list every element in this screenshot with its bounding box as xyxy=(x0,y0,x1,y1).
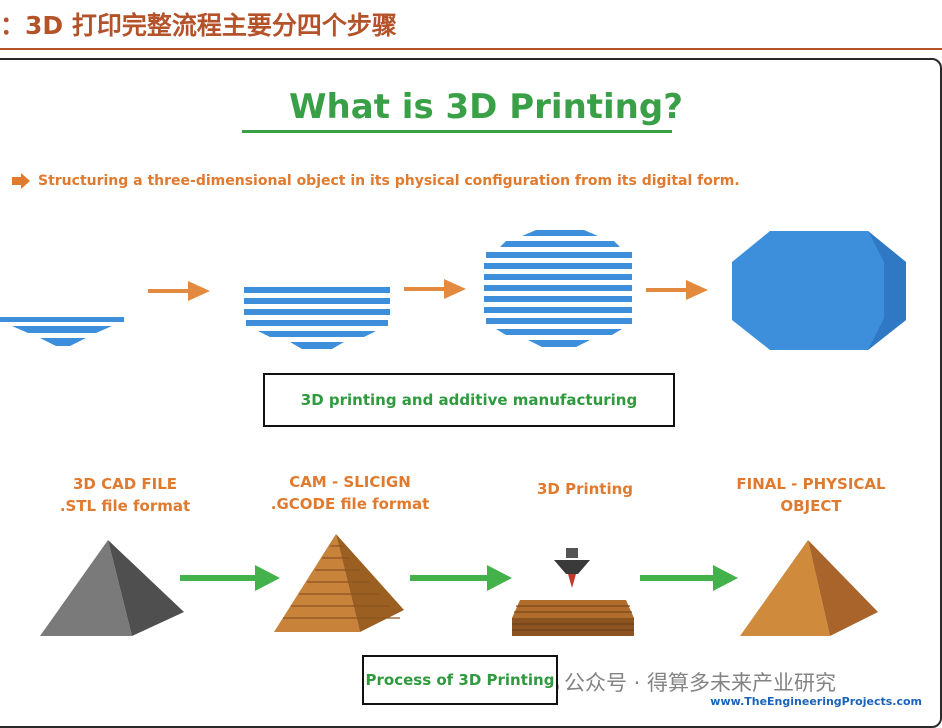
title-underline xyxy=(242,130,672,133)
gray-pyramid xyxy=(40,540,184,636)
green-arrow-3 xyxy=(640,565,738,591)
green-arrow-2 xyxy=(410,565,512,591)
step-label-line1: 3D CAD FILE xyxy=(72,475,178,493)
definition-text: Structuring a three-dimensional object i… xyxy=(38,173,740,189)
bottom-caption-text: Process of 3D Printing xyxy=(365,671,555,689)
printer-nozzle-icon xyxy=(554,548,590,588)
step-label-line2: .GCODE file format xyxy=(270,495,430,513)
step-label-line1: CAM - SLICIGN xyxy=(289,473,411,491)
step-label-final: FINAL - PHYSICAL OBJECT xyxy=(716,473,906,517)
green-arrow-1 xyxy=(180,565,280,591)
step-label-line2: .STL file format xyxy=(59,497,191,515)
definition-row: Structuring a three-dimensional object i… xyxy=(10,170,740,192)
layer-stage-2 xyxy=(244,287,390,349)
layer-stage-3 xyxy=(484,230,632,347)
step-label-line1: 3D Printing xyxy=(536,480,634,498)
bottom-caption-box: Process of 3D Printing xyxy=(362,655,558,705)
page-header-title: ：3D 打印完整流程主要分四个步骤 xyxy=(0,11,397,40)
printing-layers xyxy=(512,600,634,636)
process-arrow-1 xyxy=(148,281,210,301)
step-label-line1: FINAL - PHYSICAL xyxy=(736,475,886,493)
watermark: 公众号 · 得算多未来产业研究 xyxy=(540,668,836,696)
layered-pyramid xyxy=(274,534,404,632)
layer-stage-1 xyxy=(0,317,124,346)
footer-url: www.TheEngineeringProjects.com xyxy=(710,695,922,708)
top-caption-box: 3D printing and additive manufacturing xyxy=(263,373,675,427)
process-arrow-2 xyxy=(404,279,466,299)
step-label-line2: OBJECT xyxy=(780,497,842,515)
step-label-printing: 3D Printing xyxy=(500,478,670,500)
final-pyramid xyxy=(740,540,878,636)
diagram-title: What is 3D Printing? xyxy=(289,87,683,127)
watermark-text: 公众号 · 得算多未来产业研究 xyxy=(564,671,837,695)
top-caption-text: 3D printing and additive manufacturing xyxy=(300,391,638,409)
step-label-slicing: CAM - SLICIGN .GCODE file format xyxy=(250,471,450,515)
header-divider xyxy=(0,48,942,50)
step-label-cad: 3D CAD FILE .STL file format xyxy=(40,473,210,517)
solid-object xyxy=(732,231,906,350)
arrow-right-icon xyxy=(12,173,30,189)
process-arrow-3 xyxy=(646,280,708,300)
